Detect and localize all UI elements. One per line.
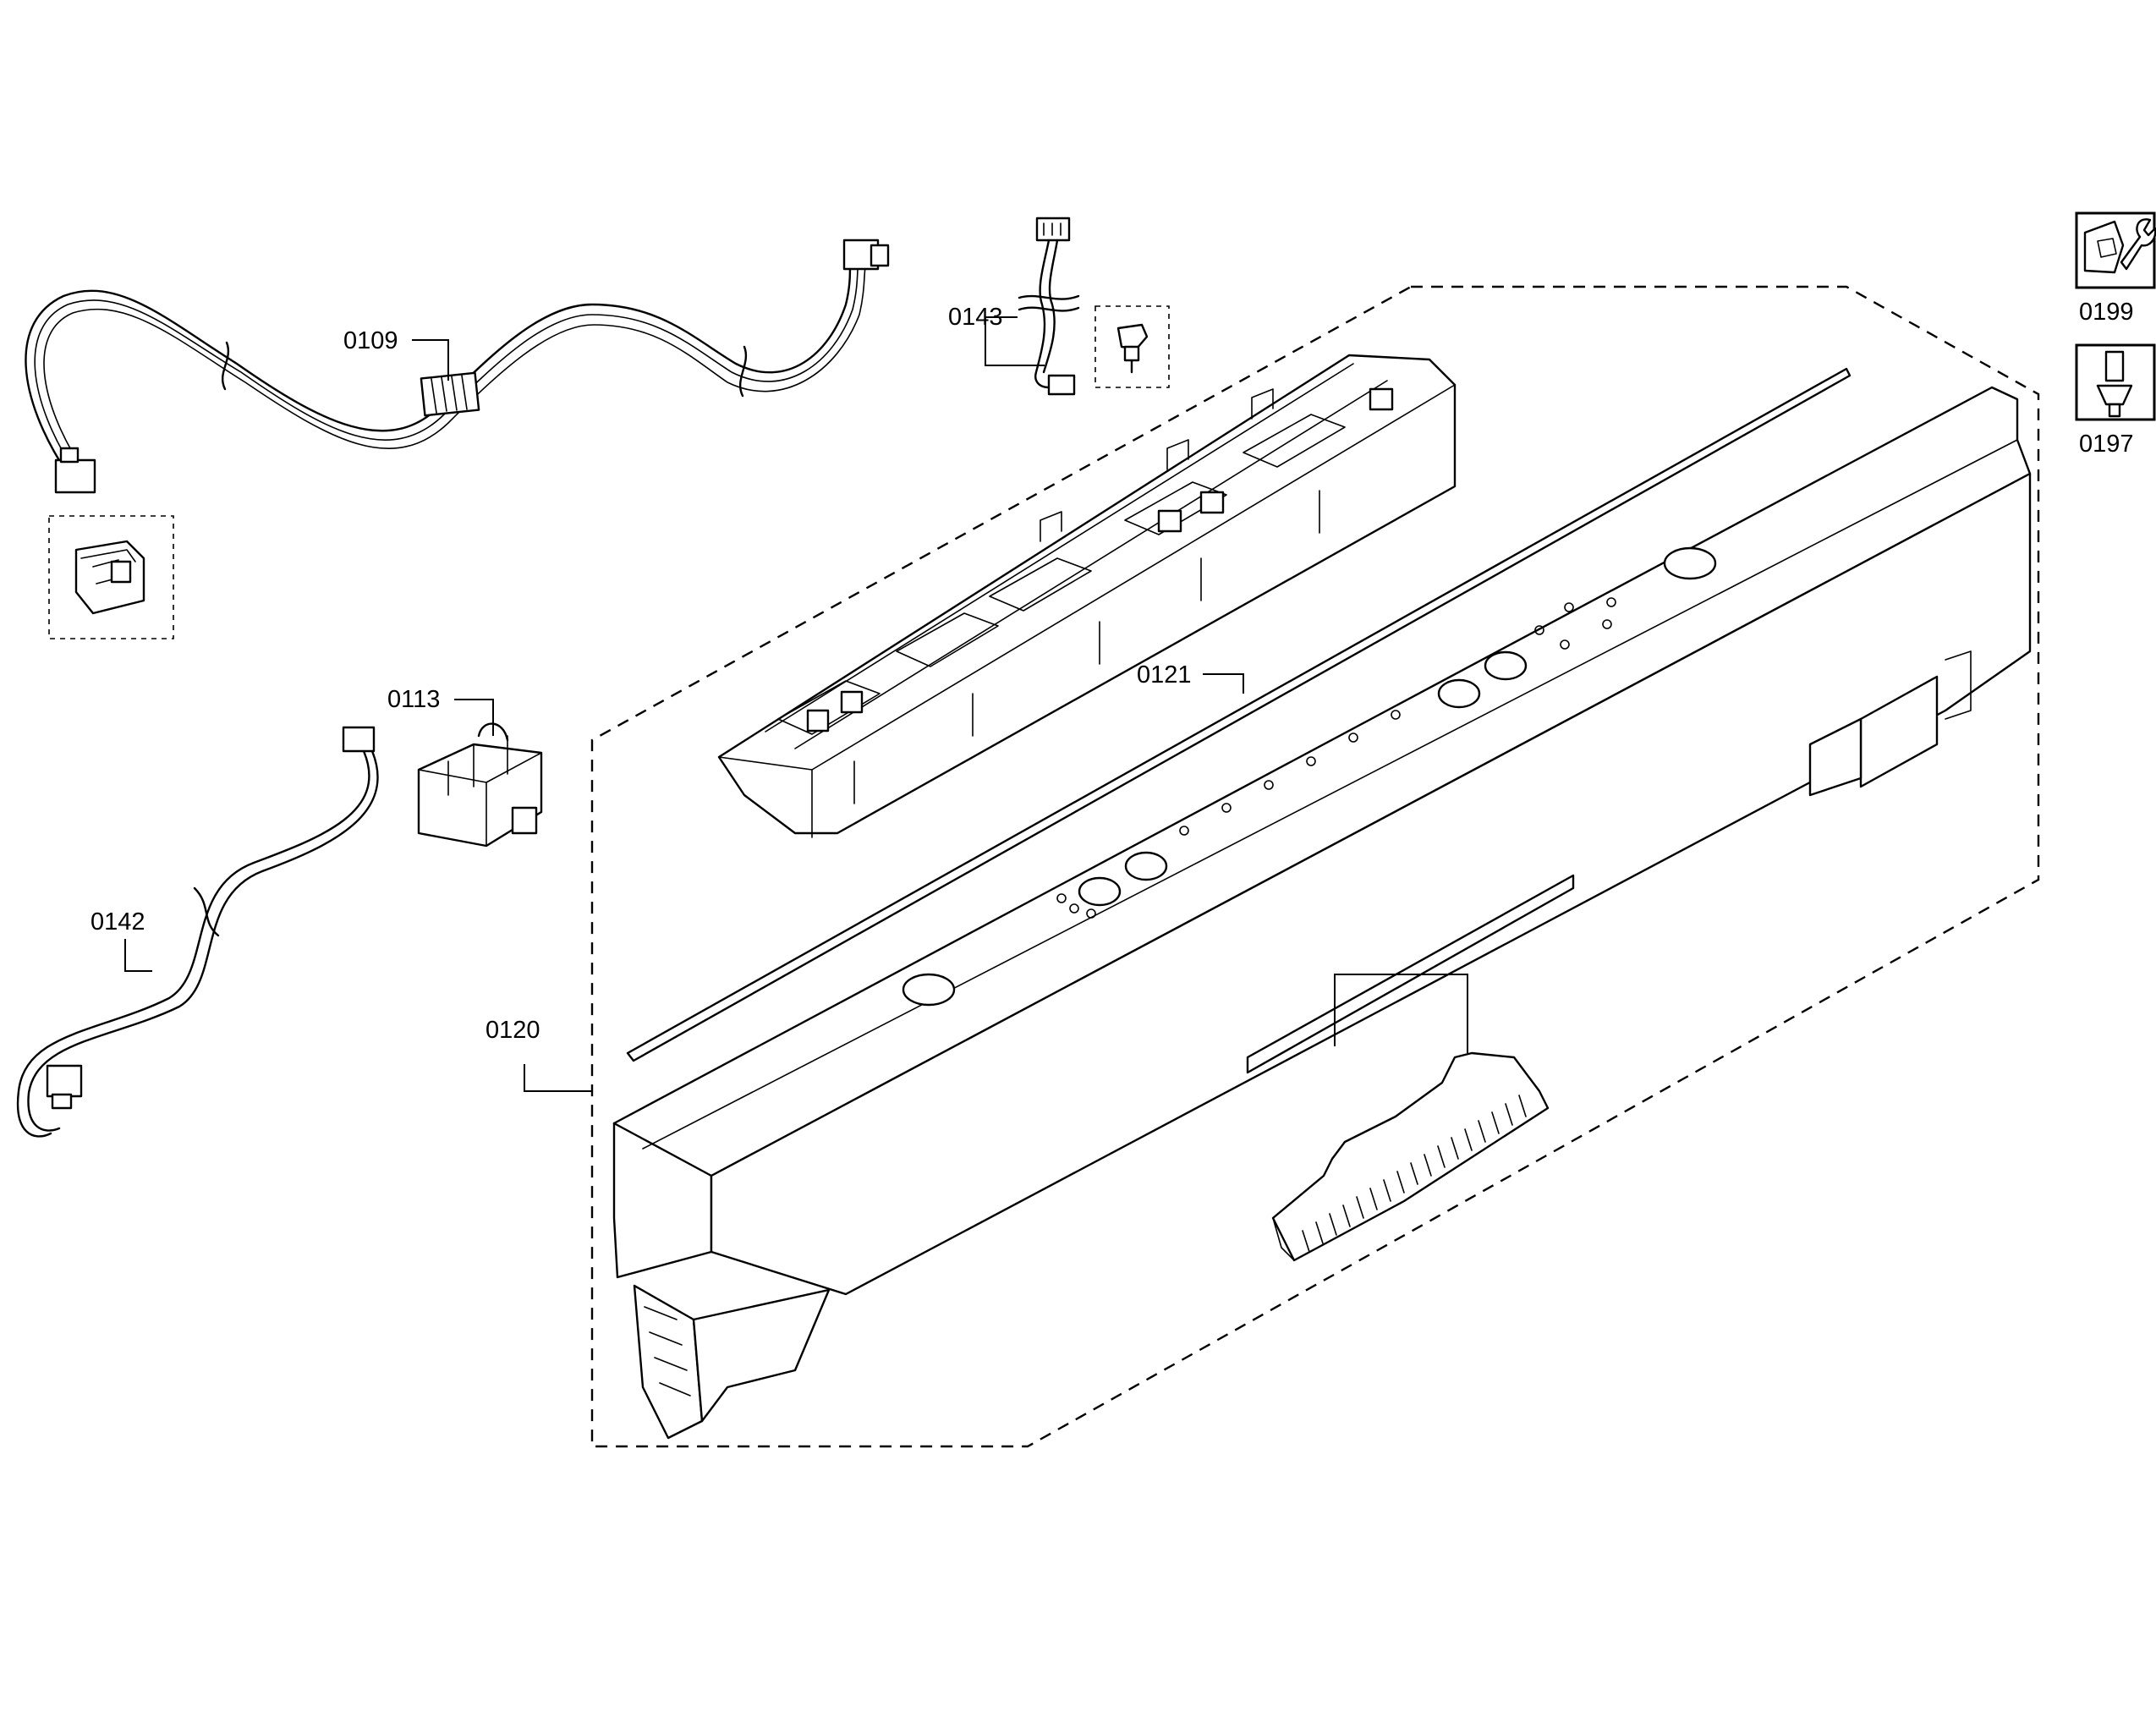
label-0121: 0121 — [1137, 661, 1192, 689]
label-0109: 0109 — [343, 327, 398, 354]
control-module[interactable] — [717, 354, 1457, 838]
label-0197: 0197 — [2079, 431, 2134, 458]
label-0120: 0120 — [486, 1017, 540, 1044]
screwdriver-icon — [2075, 343, 2156, 421]
sensor-lead-0143[interactable] — [1018, 217, 1080, 396]
sensor-detail-inset — [1094, 305, 1170, 388]
label-0199: 0199 — [2079, 299, 2134, 326]
assembly-boundary — [590, 285, 2040, 1448]
label-0113: 0113 — [387, 686, 440, 713]
label-0143: 0143 — [948, 304, 1003, 331]
display-board-insert[interactable] — [1271, 1051, 1550, 1262]
leader-lines — [124, 316, 1468, 1092]
label-0142: 0142 — [91, 908, 145, 936]
wiring-harness-0109[interactable] — [25, 239, 890, 494]
bracket-0113[interactable] — [417, 722, 543, 848]
trim-strip-0121[interactable] — [626, 367, 1852, 1062]
nut-and-wrench-icon — [2075, 211, 2156, 289]
wire-0142[interactable] — [16, 726, 379, 1138]
connector-detail-inset — [48, 515, 174, 639]
